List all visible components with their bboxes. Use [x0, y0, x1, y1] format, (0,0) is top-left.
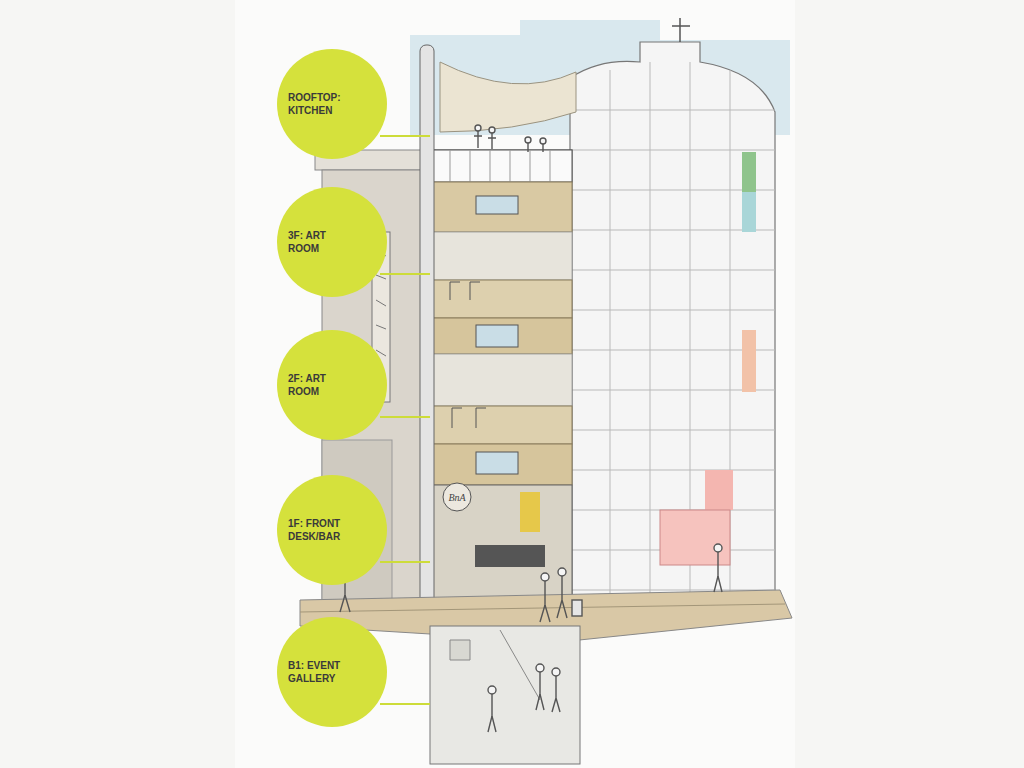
railing-bars — [450, 150, 550, 182]
callout-circle-shape — [277, 49, 387, 159]
basement — [430, 626, 580, 764]
callout-circle-shape — [277, 617, 387, 727]
leader-line — [380, 135, 430, 137]
person-body — [488, 133, 496, 149]
basement-details — [450, 630, 540, 700]
yellow-panel — [520, 492, 540, 532]
leader-line — [380, 703, 430, 705]
canopy — [440, 62, 576, 132]
antenna — [672, 18, 690, 42]
ground-floor-interior — [432, 485, 572, 600]
roof-railing — [432, 150, 572, 182]
person-body — [536, 672, 544, 710]
leader-line — [380, 416, 430, 418]
floor-band — [432, 318, 572, 354]
person-body — [552, 676, 560, 712]
colour-strip — [742, 192, 756, 232]
person-head — [552, 668, 560, 676]
window — [476, 325, 518, 347]
pipe-column — [420, 45, 434, 607]
person-head — [558, 568, 566, 576]
logo-disc — [443, 483, 471, 511]
floor-label: B1: EVENT GALLERY — [288, 659, 354, 685]
floor-callout-circle: ROOFTOP: KITCHEN — [277, 49, 387, 159]
person-head — [536, 664, 544, 672]
floor-band — [432, 444, 572, 485]
floor-band — [432, 182, 572, 232]
paper-ground — [235, 0, 795, 768]
callout-circle-fill — [277, 49, 387, 159]
callout-circle-fill — [277, 187, 387, 297]
colour-strip — [742, 330, 756, 392]
callout-circle-fill — [277, 330, 387, 440]
floor-label: 1F: FRONT DESK/BAR — [288, 517, 354, 543]
person-head — [475, 125, 481, 131]
person-head — [541, 573, 549, 581]
window — [476, 196, 518, 214]
colour-strip — [742, 152, 756, 192]
person-body — [714, 552, 722, 592]
floor-callout-circle: B1: EVENT GALLERY — [277, 617, 387, 727]
callout-circle-fill — [277, 475, 387, 585]
chairs — [450, 282, 486, 428]
person-head — [525, 137, 531, 143]
person-body — [488, 694, 496, 732]
floor-callout-circle: 2F: ART ROOM — [277, 330, 387, 440]
callout-text-box: ROOFTOP: KITCHEN — [277, 49, 387, 159]
sign-label: BnA — [448, 492, 465, 503]
floor-callout-circle: 1F: FRONT DESK/BAR — [277, 475, 387, 585]
floor-callout-circle: 3F: ART ROOM — [277, 187, 387, 297]
callout-text-box: 1F: FRONT DESK/BAR — [277, 475, 387, 585]
street-people — [340, 544, 722, 622]
glass-floor — [432, 354, 572, 406]
leader-line — [380, 561, 430, 563]
floor-label: 2F: ART ROOM — [288, 372, 354, 398]
person-head — [489, 127, 495, 133]
person-body — [540, 581, 550, 622]
callout-circle-shape — [277, 187, 387, 297]
floor-band — [432, 406, 572, 444]
person-body — [527, 143, 528, 152]
shop-sign — [705, 470, 733, 510]
floor-band — [432, 280, 572, 318]
suitcase — [572, 600, 582, 616]
floor-label: 3F: ART ROOM — [288, 229, 354, 255]
basement-people — [488, 664, 560, 732]
shop-sign — [660, 510, 730, 565]
facade-grid — [570, 62, 775, 614]
person-head — [488, 686, 496, 694]
person-body — [557, 576, 567, 618]
window — [476, 452, 518, 474]
rooftop-people — [474, 125, 546, 152]
callout-circle-shape — [277, 330, 387, 440]
person-body — [542, 144, 543, 152]
tower-body — [432, 150, 572, 605]
bar-counter — [475, 545, 545, 567]
leader-lines — [380, 136, 430, 704]
callout-text-box: 2F: ART ROOM — [277, 330, 387, 440]
person-body — [474, 131, 482, 148]
floor-label: ROOFTOP: KITCHEN — [288, 91, 354, 117]
glass-floor — [432, 232, 572, 280]
callout-text-box: B1: EVENT GALLERY — [277, 617, 387, 727]
callout-text-box: 3F: ART ROOM — [277, 187, 387, 297]
leader-line — [380, 273, 430, 275]
person-head — [714, 544, 722, 552]
callout-circle-shape — [277, 475, 387, 585]
callout-circle-fill — [277, 617, 387, 727]
corner-building — [570, 42, 775, 616]
person-head — [540, 138, 546, 144]
